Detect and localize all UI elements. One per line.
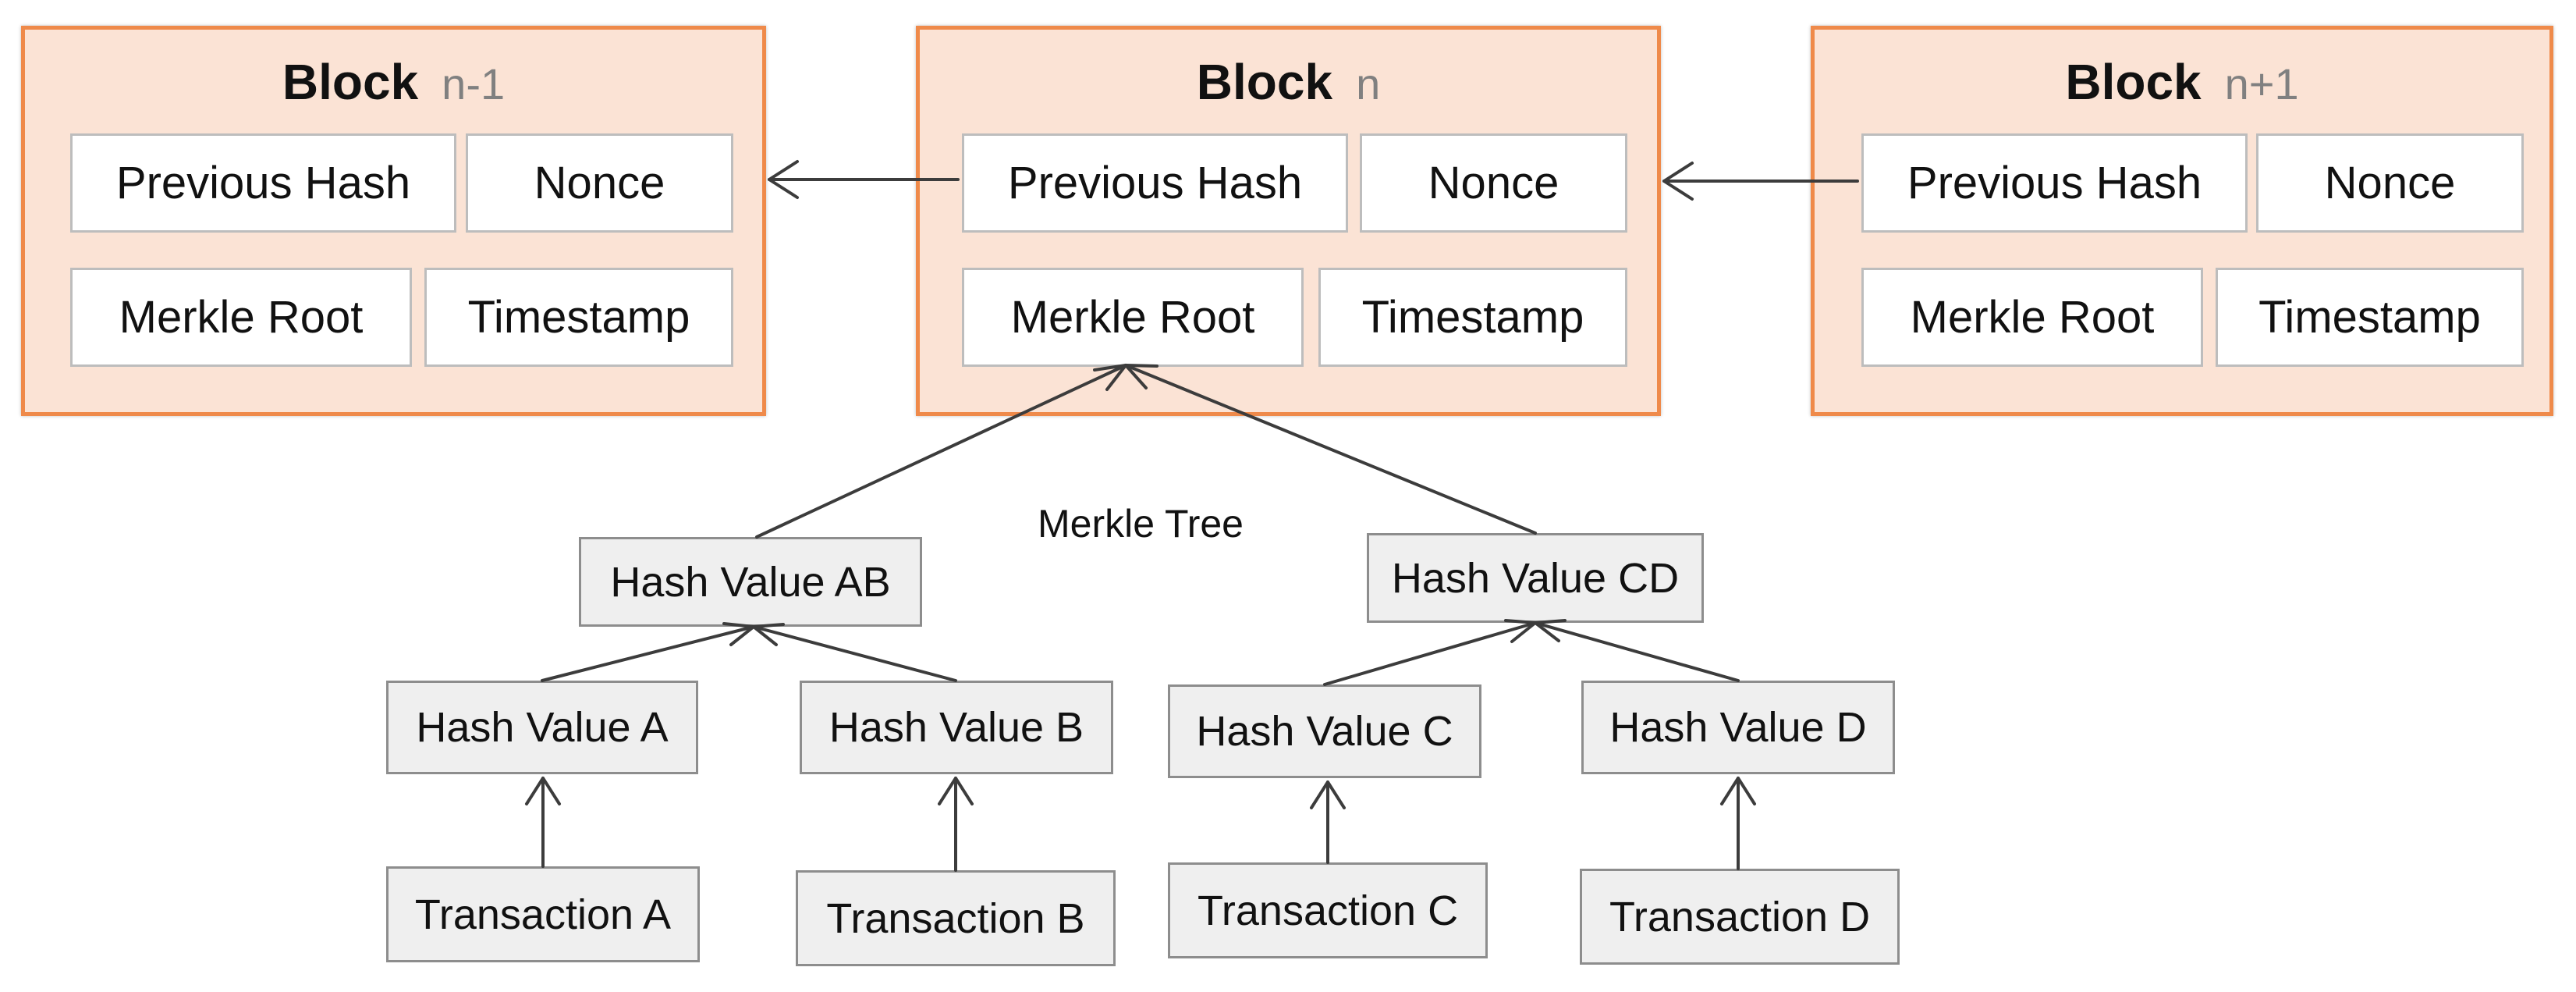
block-word: Block (1196, 54, 1333, 110)
block-index: n+1 (2224, 59, 2299, 108)
link-hash-d-to-hash-cd (1534, 621, 1740, 682)
link-hash-b-to-hash-ab (752, 625, 957, 682)
block-n-minus-1: Block n-1 Previous Hash Nonce Merkle Roo… (21, 26, 766, 416)
timestamp-field: Timestamp (1318, 268, 1627, 367)
link-hash-ab-to-merkle-root (755, 364, 1127, 539)
arrowhead-icon (1720, 777, 1756, 805)
timestamp-field: Timestamp (2216, 268, 2524, 367)
arrowhead-icon (1310, 780, 1346, 809)
block-index: n-1 (442, 59, 506, 108)
arrowhead-icon (525, 777, 561, 805)
block-title: Block n-1 (25, 53, 762, 116)
arrowhead-icon (1662, 162, 1694, 201)
nonce-field: Nonce (2256, 133, 2524, 233)
link-hash-cd-to-merkle-root (1124, 364, 1537, 535)
merkle-tree-label: Merkle Tree (1038, 502, 1244, 546)
block-word: Block (2065, 54, 2202, 110)
previous-hash-field: Previous Hash (70, 133, 456, 233)
transaction-c-node: Transaction C (1168, 862, 1488, 958)
merkle-root-field: Merkle Root (962, 268, 1304, 367)
nonce-field: Nonce (466, 133, 733, 233)
previous-hash-field: Previous Hash (962, 133, 1348, 233)
block-index: n (1356, 59, 1381, 108)
block-title: Block n (920, 53, 1657, 116)
transaction-d-node: Transaction D (1580, 869, 1900, 965)
link-hash-c-to-hash-cd (1323, 621, 1537, 686)
arrowhead-icon (752, 623, 785, 646)
block-n-plus-1: Block n+1 Previous Hash Nonce Merkle Roo… (1811, 26, 2553, 416)
merkle-root-field: Merkle Root (1861, 268, 2203, 367)
arrowhead-icon (1124, 364, 1158, 389)
link-hash-a-to-hash-ab (541, 625, 755, 682)
arrowhead-icon (938, 777, 974, 805)
arrowhead-icon (768, 160, 799, 199)
hash-value-d-node: Hash Value D (1581, 681, 1895, 774)
hash-value-ab-node: Hash Value AB (579, 537, 922, 627)
block-title: Block n+1 (1815, 53, 2549, 116)
transaction-b-node: Transaction B (796, 870, 1116, 966)
hash-value-a-node: Hash Value A (386, 681, 698, 774)
previous-hash-field: Previous Hash (1861, 133, 2248, 233)
nonce-field: Nonce (1360, 133, 1627, 233)
block-n: Block n Previous Hash Nonce Merkle Root … (916, 26, 1661, 416)
timestamp-field: Timestamp (424, 268, 733, 367)
arrowhead-icon (1534, 619, 1567, 642)
merkle-root-field: Merkle Root (70, 268, 412, 367)
block-word: Block (282, 54, 419, 110)
